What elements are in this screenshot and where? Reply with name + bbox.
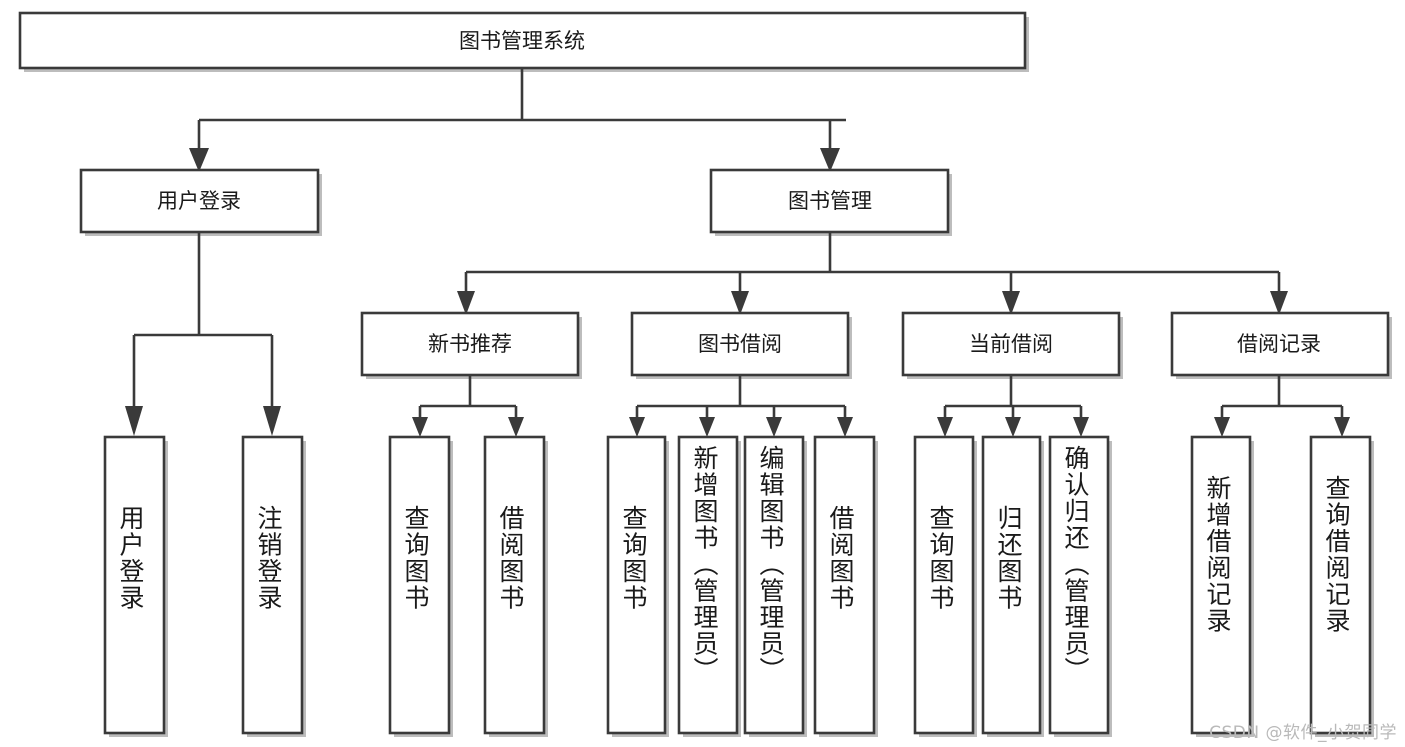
borrow-record-label: 借阅记录 bbox=[1237, 332, 1321, 356]
node-new-book-recommend[interactable] bbox=[360, 311, 580, 377]
leaf-box[interactable] bbox=[813, 435, 876, 735]
user-login-label: 用户登录 bbox=[157, 189, 241, 213]
node-user-login[interactable] bbox=[79, 168, 320, 234]
leaf-box[interactable] bbox=[483, 435, 546, 735]
leaf-box[interactable] bbox=[1190, 435, 1252, 735]
node-current-borrow[interactable] bbox=[901, 311, 1121, 377]
leaf-box[interactable] bbox=[743, 435, 805, 735]
node-book-management[interactable] bbox=[709, 168, 950, 234]
watermark-text: CSDN @软件_小贺同学 bbox=[1209, 723, 1397, 743]
leaf-box[interactable] bbox=[103, 435, 166, 735]
book-borrow-label: 图书借阅 bbox=[698, 332, 782, 356]
leaf-box[interactable] bbox=[1309, 435, 1372, 735]
connector-arrowheads bbox=[125, 148, 1350, 437]
current-borrow-label: 当前借阅 bbox=[969, 332, 1053, 356]
leaf-box[interactable] bbox=[388, 435, 451, 735]
leaf-box[interactable] bbox=[241, 435, 304, 735]
connector-lines bbox=[132, 68, 1344, 419]
new-book-recommend-label: 新书推荐 bbox=[428, 332, 512, 356]
node-book-borrow[interactable] bbox=[630, 311, 850, 377]
leaf-box[interactable] bbox=[981, 435, 1042, 735]
leaf-box[interactable] bbox=[606, 435, 667, 735]
leaf-box[interactable] bbox=[1048, 435, 1110, 735]
node-borrow-record[interactable] bbox=[1170, 311, 1390, 377]
node-labels: 图书管理系统 用户登录 图书管理 新书推荐 图书借阅 当前借阅 借阅记录 bbox=[157, 29, 1321, 356]
node-boxes bbox=[18, 11, 1390, 735]
root-label: 图书管理系统 bbox=[459, 29, 585, 53]
leaf-box[interactable] bbox=[677, 435, 739, 735]
book-management-label: 图书管理 bbox=[788, 189, 872, 213]
leaf-box[interactable] bbox=[913, 435, 975, 735]
node-root[interactable] bbox=[18, 11, 1027, 70]
